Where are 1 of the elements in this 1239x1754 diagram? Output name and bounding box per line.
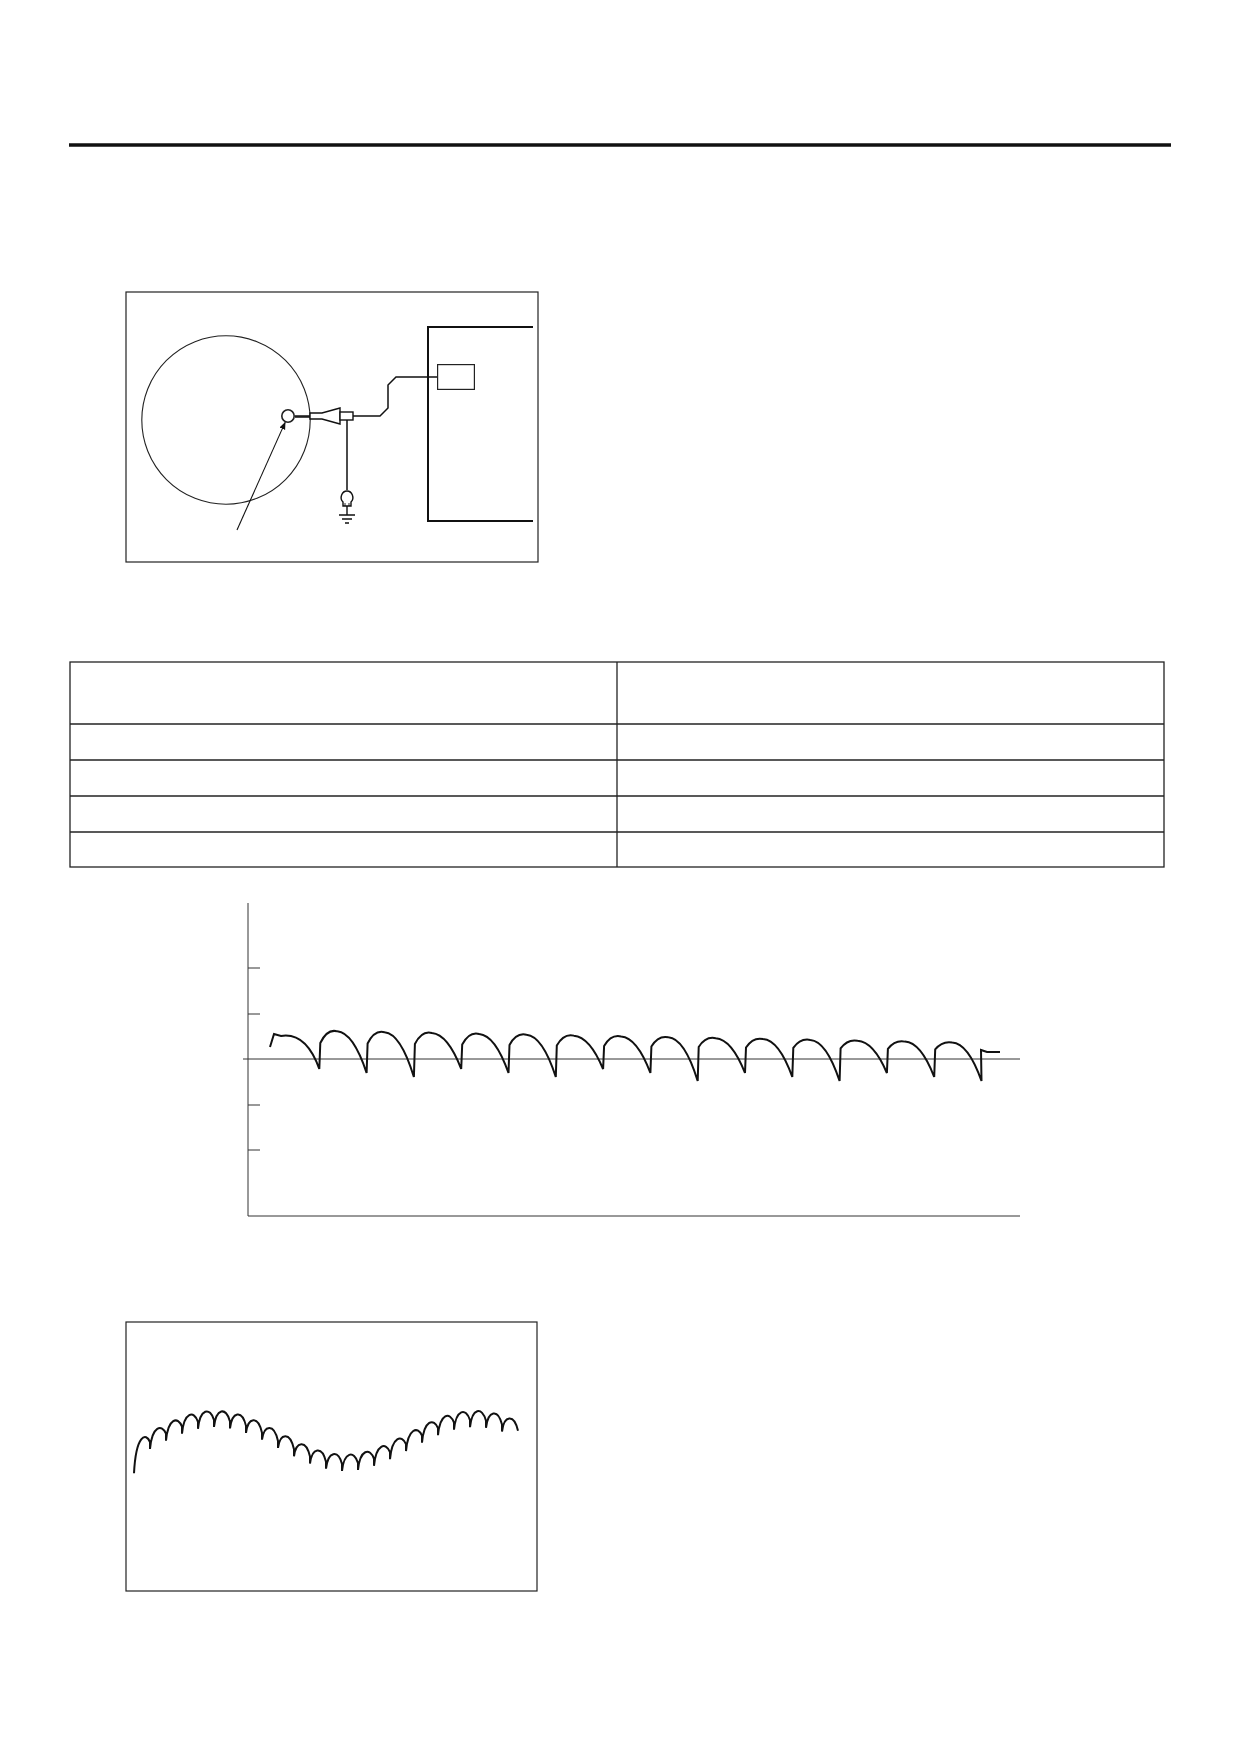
leader-line [236,421,286,531]
